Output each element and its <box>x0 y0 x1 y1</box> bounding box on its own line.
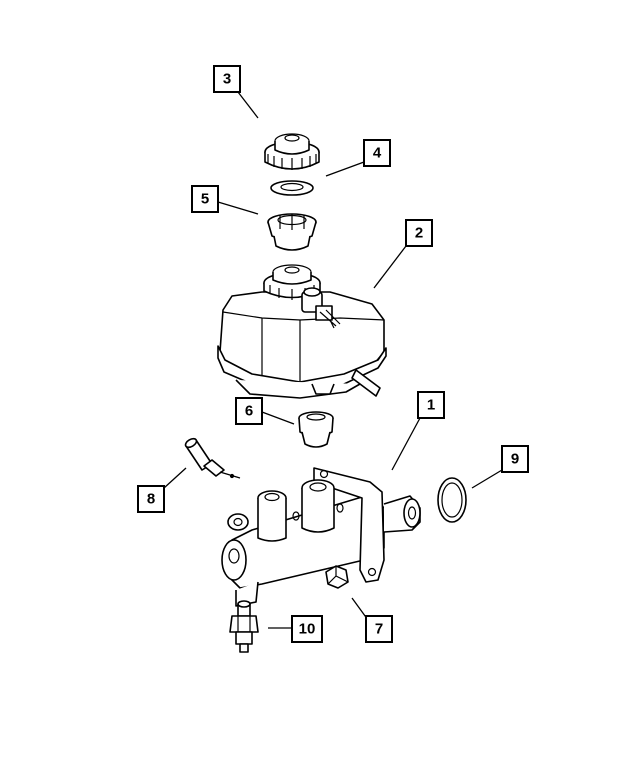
callout-8-label: 8 <box>147 491 155 508</box>
part-2-fluid-reservoir <box>217 264 387 399</box>
callout-9: 9 <box>501 445 529 473</box>
callout-8: 8 <box>137 485 165 513</box>
callout-7: 7 <box>365 615 393 643</box>
part-9-o-ring <box>437 477 467 523</box>
part-1-master-cylinder <box>221 467 421 607</box>
callout-4-label: 4 <box>373 145 382 162</box>
callout-6-label: 6 <box>245 403 253 420</box>
callout-3-label: 3 <box>223 71 231 88</box>
part-8-pressure-sensor <box>184 437 241 479</box>
part-10-fitting <box>229 600 259 653</box>
callout-5: 5 <box>191 185 219 213</box>
callout-10: 10 <box>291 615 323 643</box>
callout-10-label: 10 <box>299 621 316 638</box>
callout-5-label: 5 <box>201 191 209 208</box>
callout-4: 4 <box>363 139 391 167</box>
callout-2-label: 2 <box>415 225 423 242</box>
callout-2: 2 <box>405 219 433 247</box>
part-4-cap-seal <box>270 180 314 196</box>
leader-lines <box>163 91 503 629</box>
part-3-reservoir-cap <box>264 133 320 170</box>
callout-3: 3 <box>213 65 241 93</box>
callout-9-label: 9 <box>511 451 519 468</box>
part-5-strainer <box>267 213 317 251</box>
callout-6: 6 <box>235 397 263 425</box>
part-6-reservoir-grommet <box>298 411 334 448</box>
callout-1-label: 1 <box>427 397 435 414</box>
callout-7-label: 7 <box>375 621 383 638</box>
part-7-mounting-nut <box>325 565 349 589</box>
callout-1: 1 <box>417 391 445 419</box>
